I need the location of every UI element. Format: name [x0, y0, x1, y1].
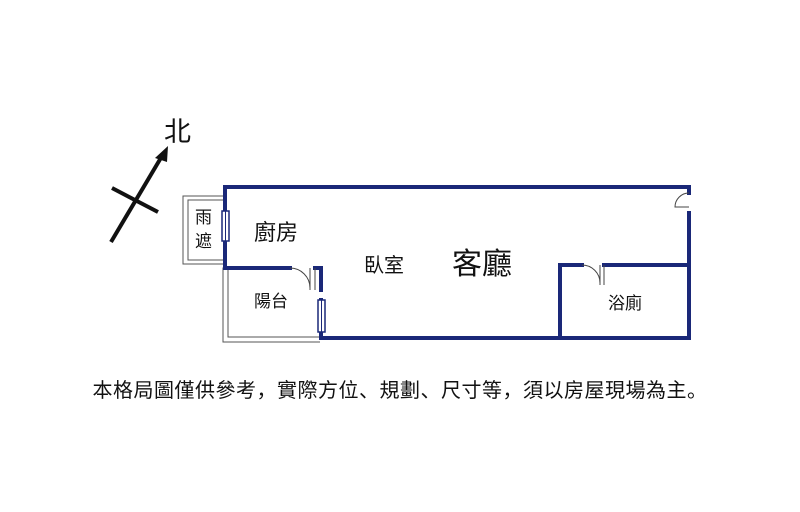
living-room-label: 客廳 [452, 247, 512, 282]
compass: 北 [109, 117, 191, 244]
canopy-label-1: 雨 [195, 208, 212, 228]
north-label: 北 [164, 117, 191, 148]
bedroom-label: 臥室 [364, 253, 404, 277]
window-balcony [317, 299, 326, 333]
door-balcony [289, 267, 316, 290]
bathroom-label: 浴廁 [608, 293, 642, 314]
door-entrance [674, 192, 690, 208]
canopy-label-2: 遮 [195, 232, 212, 252]
kitchen-label: 廚房 [254, 221, 298, 246]
balcony-label: 陽台 [254, 292, 288, 312]
compass-arrowhead [155, 146, 168, 162]
disclaimer-text: 本格局圖僅供參考，實際方位、規劃、尺寸等，須以房屋現場為主。 [92, 378, 708, 402]
canopy-outline [182, 195, 226, 265]
compass-crossbar [111, 186, 159, 214]
window-canopy [221, 210, 230, 242]
door-bathroom [581, 264, 605, 285]
